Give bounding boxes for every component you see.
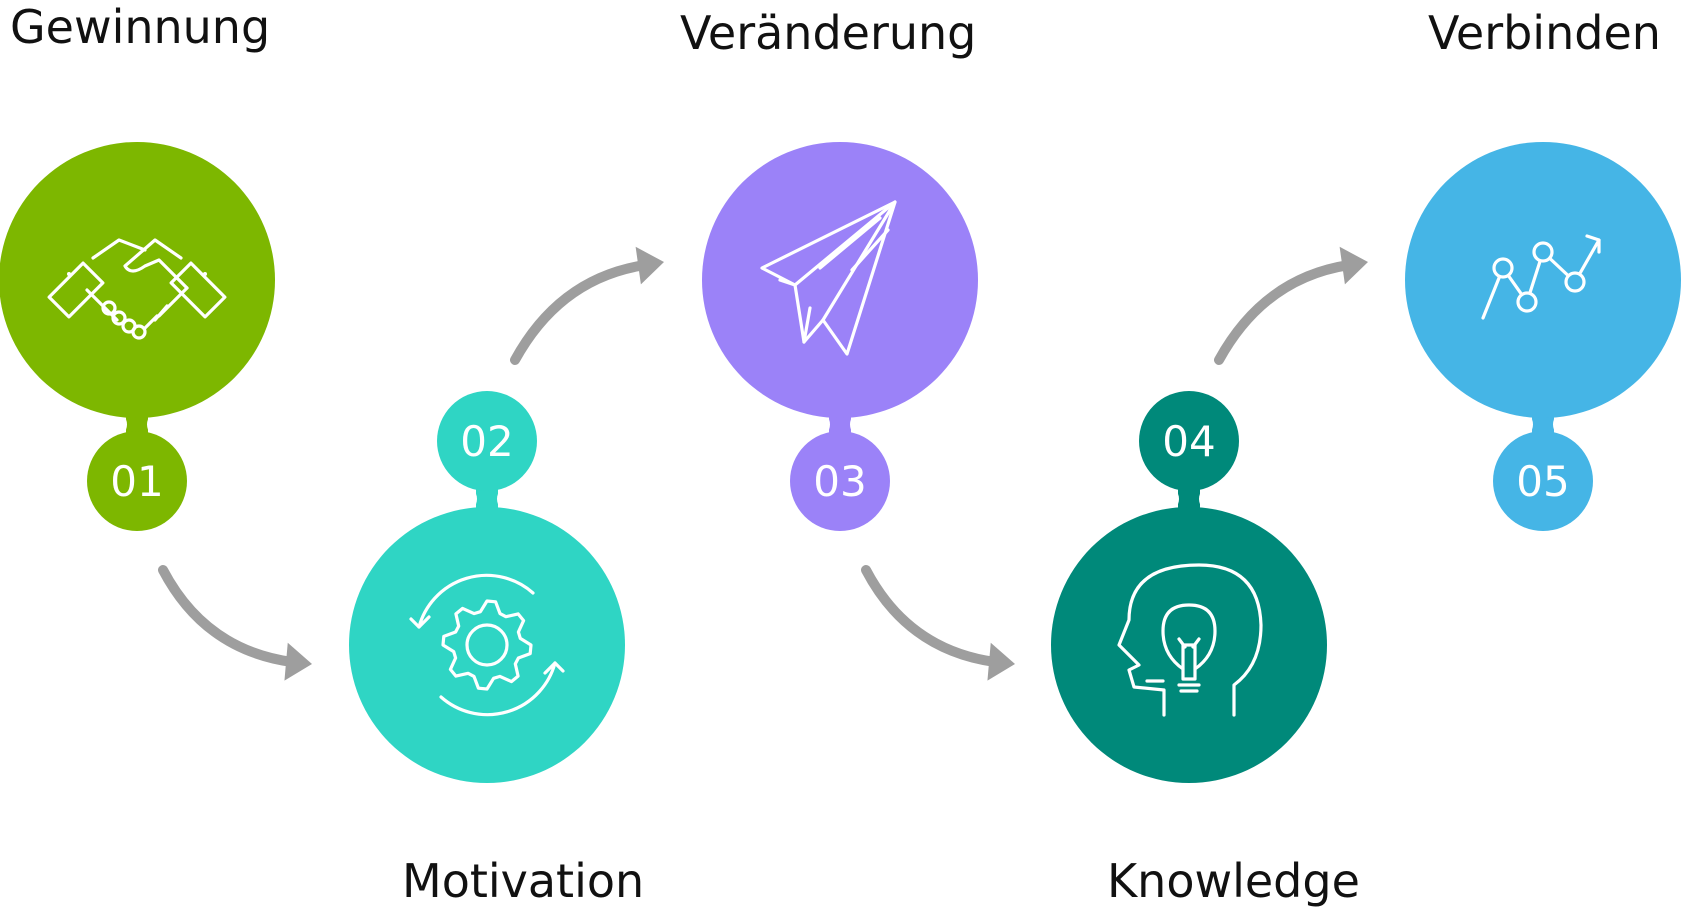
connector-arrow-2 — [510, 246, 664, 365]
step-circle-05 — [1405, 142, 1681, 418]
step-circle-02 — [349, 507, 625, 783]
step-title-3: Veränderung — [680, 6, 977, 60]
step-node-04: 04 — [1051, 391, 1327, 783]
step-number-03: 03 — [813, 457, 866, 506]
step-number-04: 04 — [1162, 417, 1215, 466]
step-number-circle-03 — [790, 431, 890, 531]
step-number-05: 05 — [1516, 457, 1569, 506]
step-title-1: Gewinnung — [10, 0, 271, 54]
step-node-02: 02 — [349, 391, 625, 783]
step-number-circle-01 — [87, 431, 187, 531]
step-title-2: Motivation — [402, 854, 645, 908]
connector-arrow-1 — [158, 565, 312, 681]
step-title-4: Knowledge — [1107, 854, 1360, 908]
connector-arrow-4 — [1214, 246, 1368, 365]
step-circle-01 — [0, 142, 275, 418]
step-node-01: 01 — [0, 142, 275, 531]
step-number-01: 01 — [110, 457, 163, 506]
growth-line-chart-icon — [1481, 234, 1601, 320]
step-number-circle-02 — [437, 391, 537, 491]
step-title-5: Verbinden — [1428, 6, 1661, 60]
gear-cycle-icon — [409, 573, 565, 717]
handshake-icon — [47, 238, 227, 340]
paper-plane-icon — [760, 200, 897, 356]
step-circle-03 — [702, 142, 978, 418]
step-node-05: 05 — [1405, 142, 1681, 531]
step-number-circle-04 — [1139, 391, 1239, 491]
head-lightbulb-icon — [1117, 563, 1263, 717]
step-number-circle-05 — [1493, 431, 1593, 531]
step-node-03: 03 — [702, 142, 978, 531]
step-number-02: 02 — [460, 417, 513, 466]
connector-arrow-3 — [861, 565, 1015, 681]
